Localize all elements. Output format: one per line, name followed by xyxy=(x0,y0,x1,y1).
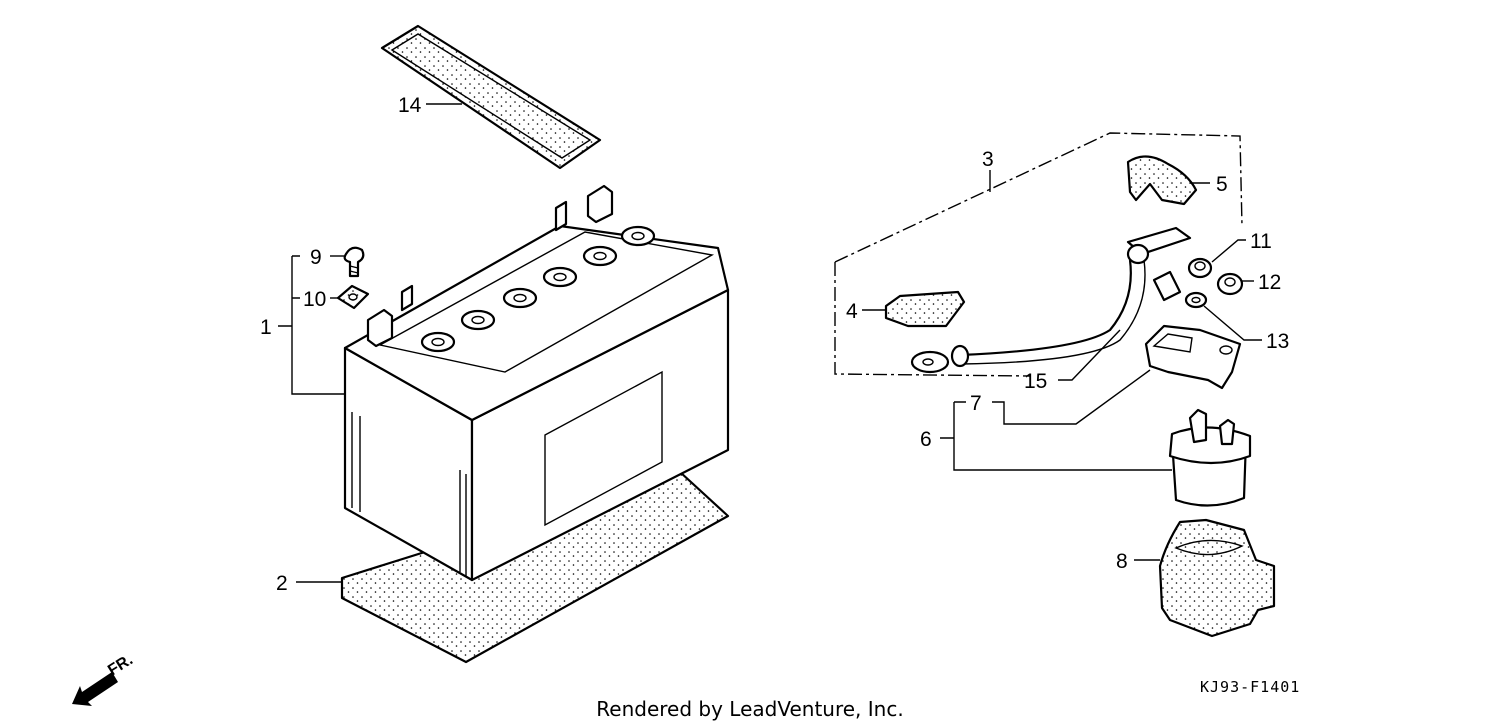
front-direction-indicator: FR. xyxy=(72,651,136,706)
callout-1: 1 xyxy=(260,316,272,339)
relay-holder-part[interactable] xyxy=(1158,518,1276,638)
callout-12: 12 xyxy=(1258,271,1281,294)
callout-4: 4 xyxy=(846,300,858,323)
callout-13: 13 xyxy=(1266,330,1289,353)
fuse-terminal-part xyxy=(1152,270,1182,302)
bolt-part[interactable] xyxy=(343,246,365,278)
battery-cable-part[interactable] xyxy=(910,226,1192,374)
nut-part-11[interactable] xyxy=(1187,257,1213,279)
callout-15: 15 xyxy=(1024,370,1047,393)
nut-part[interactable] xyxy=(336,284,370,310)
battery-cell-caps xyxy=(420,225,656,353)
terminal-cover-part[interactable] xyxy=(884,290,966,328)
footer-credit: Rendered by LeadVenture, Inc. xyxy=(596,697,903,721)
arrow-icon xyxy=(72,672,118,706)
terminal-cap-part[interactable] xyxy=(1126,155,1198,206)
callout-3: 3 xyxy=(982,148,994,171)
callout-2: 2 xyxy=(276,572,288,595)
nut-part-12[interactable] xyxy=(1216,272,1244,296)
callout-14: 14 xyxy=(398,94,422,117)
battery-part[interactable] xyxy=(343,184,730,582)
leader-lines xyxy=(278,103,1262,583)
cable-kit-outline xyxy=(834,132,1243,377)
diagram-code: KJ93-F1401 xyxy=(1200,678,1300,696)
starter-relay-part[interactable] xyxy=(1168,408,1252,507)
callout-7: 7 xyxy=(970,392,982,415)
callout-8: 8 xyxy=(1116,550,1128,573)
callout-5: 5 xyxy=(1216,173,1228,196)
callout-11: 11 xyxy=(1250,230,1272,253)
callout-10: 10 xyxy=(303,288,326,311)
washer-part[interactable] xyxy=(1184,291,1208,309)
battery-band-part[interactable] xyxy=(380,24,602,170)
starter-relay-cover-part[interactable] xyxy=(1144,324,1242,390)
callout-labels: 14 9 10 1 2 3 4 5 11 12 13 15 7 6 8 xyxy=(260,94,1289,595)
callout-6: 6 xyxy=(920,428,932,451)
callout-9: 9 xyxy=(310,246,322,269)
